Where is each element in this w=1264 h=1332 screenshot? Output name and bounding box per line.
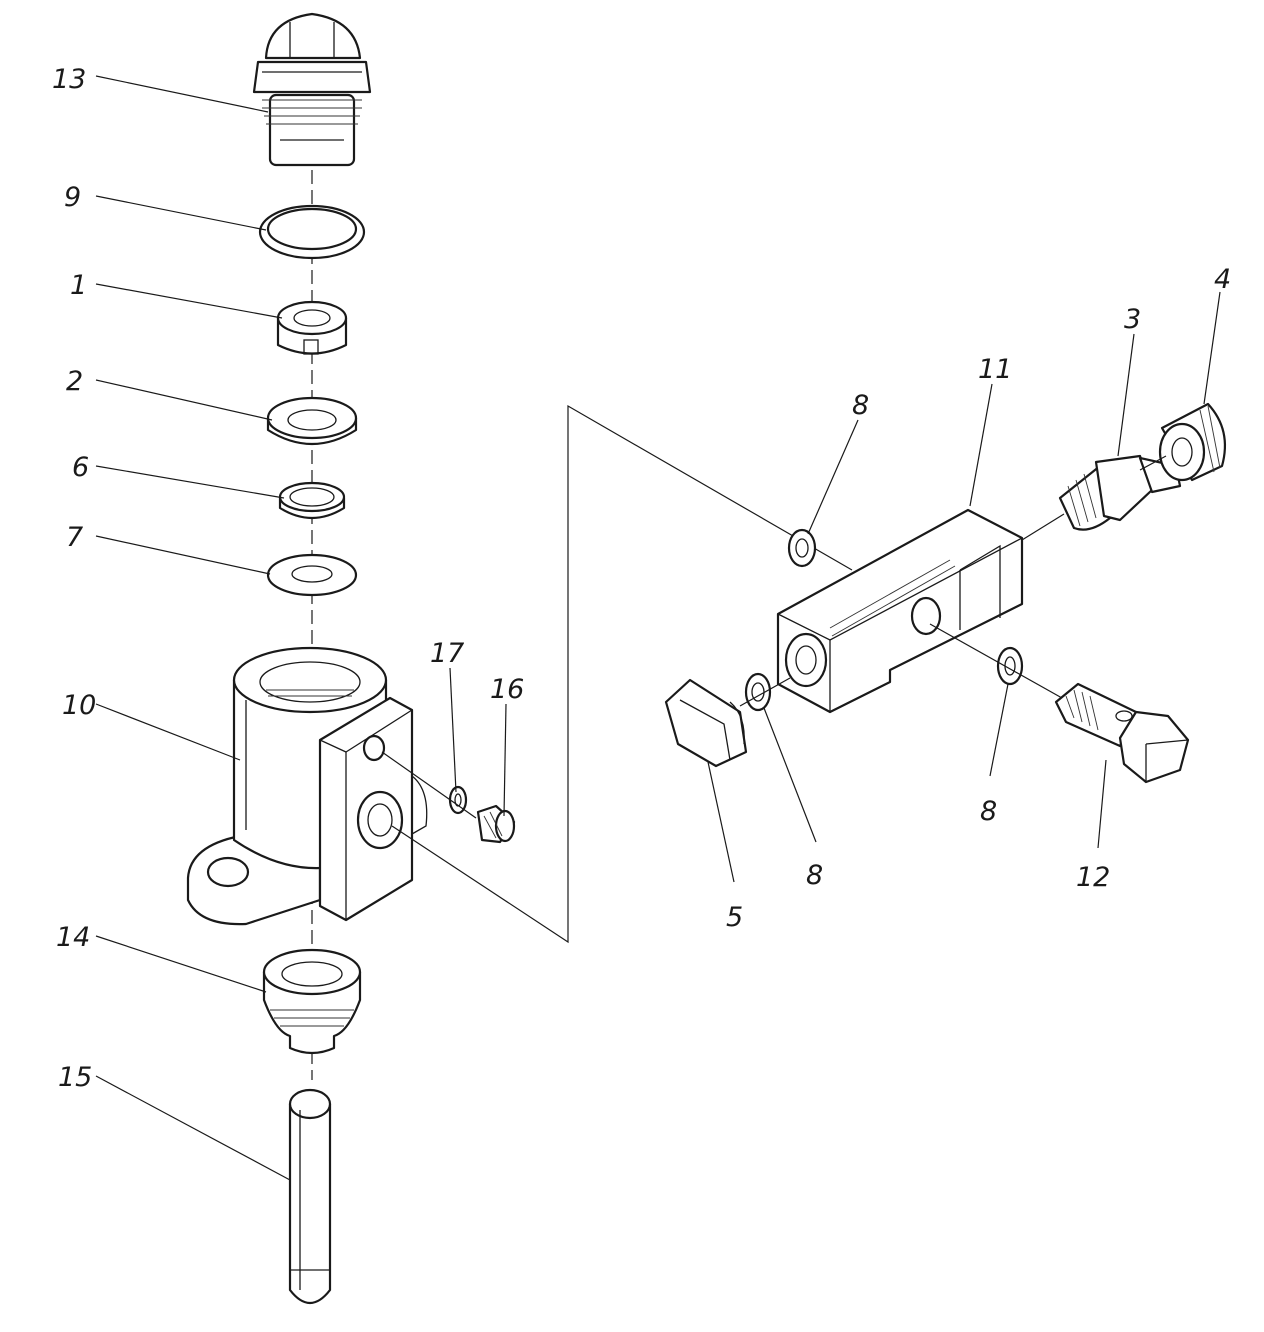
callout-12: 12 (1076, 862, 1110, 893)
callout-10: 10 (62, 690, 96, 721)
part-16-small-plug-screw (476, 804, 516, 844)
callout-17: 17 (430, 638, 464, 669)
axis-right-lower (929, 623, 1063, 699)
callout-15: 15 (58, 1062, 92, 1093)
part-8-washer-right (996, 646, 1024, 686)
part-4-cap-nut (1158, 402, 1226, 482)
callout-6: 6 (72, 452, 89, 483)
part-12-hollow-bolt (1054, 682, 1190, 784)
callout-1: 1 (70, 270, 87, 301)
part-10-valve-housing (186, 646, 428, 926)
axis-left-lower (739, 677, 791, 707)
part-5-blind-plug (664, 678, 748, 768)
callout-13: 13 (52, 64, 86, 95)
callout-14: 14 (56, 922, 90, 953)
part-8-washer-left (744, 672, 772, 712)
part-3-union-nipple (1058, 454, 1182, 531)
part-2-washer (266, 396, 358, 446)
part-9-sealing-ring (258, 204, 366, 260)
callout-2: 2 (66, 366, 83, 397)
callout-8-right: 8 (980, 796, 997, 827)
callout-4: 4 (1214, 264, 1231, 295)
callout-7: 7 (66, 522, 83, 553)
leader-lines (95, 75, 1221, 1181)
callout-3: 3 (1124, 304, 1141, 335)
part-13-threaded-plug (252, 12, 372, 167)
callout-8-top: 8 (852, 390, 869, 421)
callout-8-left: 8 (806, 860, 823, 891)
part-1-valve-sleeve (276, 300, 348, 355)
callout-9: 9 (64, 182, 81, 213)
part-7-flat-washer (266, 553, 358, 597)
part-14-bottom-bushing (262, 948, 362, 1055)
plug-screw-axis (381, 751, 477, 819)
callout-5: 5 (726, 902, 743, 933)
connection-line (391, 404, 853, 944)
callout-11: 11 (978, 354, 1012, 385)
part-8-washer-top (787, 528, 817, 568)
axis-right-upper (1021, 513, 1065, 541)
part-11-tee-block (776, 508, 1024, 714)
callout-16: 16 (490, 674, 524, 705)
part-6-ring (278, 481, 346, 519)
axis-right-top (1139, 455, 1167, 471)
part-15-plunger-pin (288, 1088, 332, 1305)
